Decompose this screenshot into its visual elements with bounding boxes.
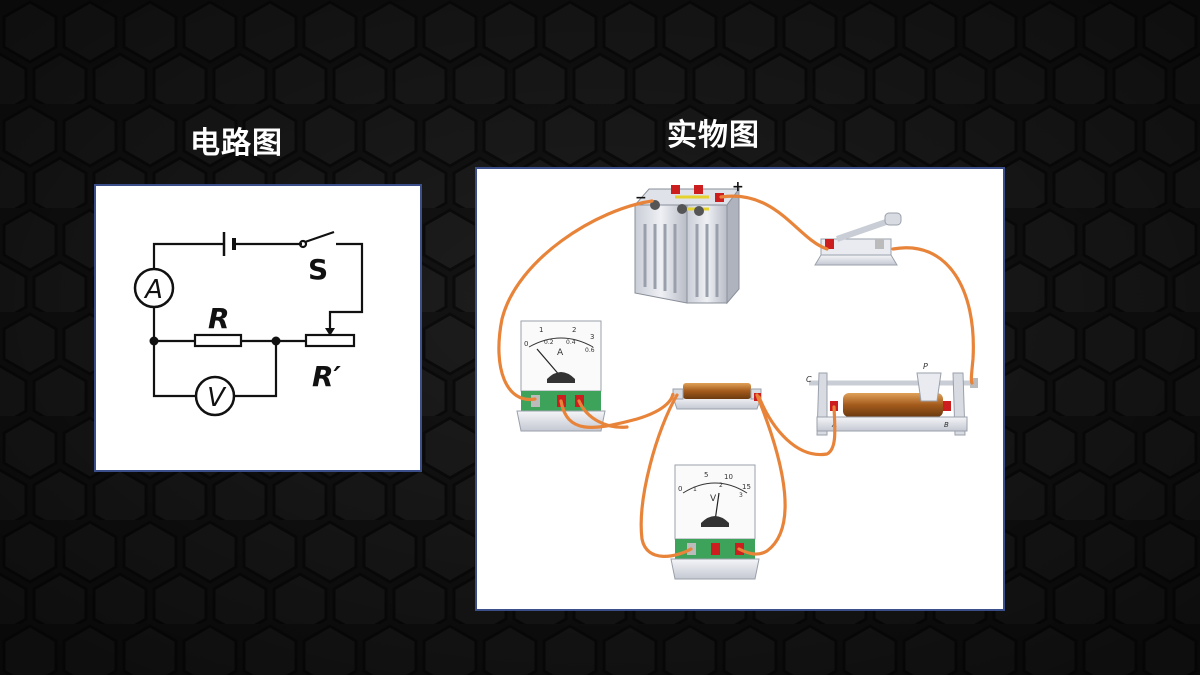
circuit-schematic-panel: A V S R R′ — [94, 184, 422, 472]
battery-positive-label: + — [732, 179, 744, 195]
rheostat-body — [304, 333, 356, 348]
switch-pivot — [298, 239, 308, 249]
battery-pack: − + — [633, 179, 744, 305]
svg-text:0: 0 — [524, 340, 528, 348]
junction-left — [149, 336, 159, 346]
ammeter-letter: A — [143, 275, 163, 305]
physical-wiring-panel: − + 1 2 3 0 0.2 0.4 0.6 A — [475, 167, 1005, 611]
voltmeter-letter: V — [207, 383, 227, 413]
switch-blade — [304, 230, 335, 244]
svg-text:1: 1 — [693, 486, 697, 493]
svg-text:2: 2 — [572, 326, 576, 334]
svg-text:P: P — [923, 362, 928, 371]
junction-right — [271, 336, 281, 346]
knife-switch — [814, 212, 902, 266]
resistor-label: R — [208, 302, 230, 335]
wire-battery-to-switch — [719, 194, 829, 251]
wire-right — [328, 242, 364, 324]
battery-negative-label: − — [635, 190, 647, 206]
svg-text:15: 15 — [742, 483, 751, 491]
wire-resistor-to-rheostat — [757, 395, 837, 457]
svg-text:0.2: 0.2 — [544, 339, 554, 346]
circuit-schematic: A V S R R′ — [133, 230, 364, 417]
svg-text:B: B — [944, 421, 949, 429]
sliding-rheostat: C P A B — [806, 362, 978, 436]
ammeter-symbol — [133, 267, 175, 309]
circuit-diagram-title: 电路图 — [190, 126, 283, 161]
ammeter-device-letter: A — [557, 348, 564, 358]
voltmeter-device: 0 5 10 15 1 2 3 V — [670, 464, 760, 580]
rheostat-arrow-icon — [325, 328, 335, 336]
wire-ammeter-to-resistor — [559, 392, 675, 429]
wire-volt-right — [234, 341, 278, 398]
wire-resistor-to-voltmeter-right — [737, 393, 787, 556]
svg-text:3: 3 — [739, 492, 743, 499]
wire-battery-to-ammeter — [497, 199, 654, 401]
svg-text:10: 10 — [724, 473, 733, 481]
connecting-wires — [497, 194, 975, 558]
svg-text:0.6: 0.6 — [585, 347, 595, 354]
wire-left-down — [152, 308, 195, 343]
svg-text:2: 2 — [719, 482, 723, 489]
voltmeter-device-letter: V — [710, 494, 717, 504]
svg-text:1: 1 — [539, 326, 543, 334]
wire-volt-left — [152, 341, 196, 398]
physical-wiring: − + 1 2 3 0 0.2 0.4 0.6 A — [497, 179, 978, 580]
svg-text:5: 5 — [704, 471, 708, 479]
wire-resistor-to-voltmeter — [639, 393, 693, 558]
wire-switch-to-rheostat — [891, 246, 975, 385]
switch-label: S — [308, 253, 328, 286]
resistor-body — [193, 333, 243, 348]
ammeter-device: 1 2 3 0 0.2 0.4 0.6 A — [516, 320, 606, 432]
fixed-resistor-coil — [672, 383, 762, 410]
rheostat-label: R′ — [312, 360, 342, 393]
svg-text:C: C — [806, 375, 812, 384]
svg-text:0: 0 — [678, 485, 682, 493]
svg-text:3: 3 — [590, 333, 594, 341]
voltmeter-symbol — [194, 375, 236, 417]
physical-diagram-title: 实物图 — [667, 118, 760, 153]
svg-text:0.4: 0.4 — [566, 339, 576, 346]
